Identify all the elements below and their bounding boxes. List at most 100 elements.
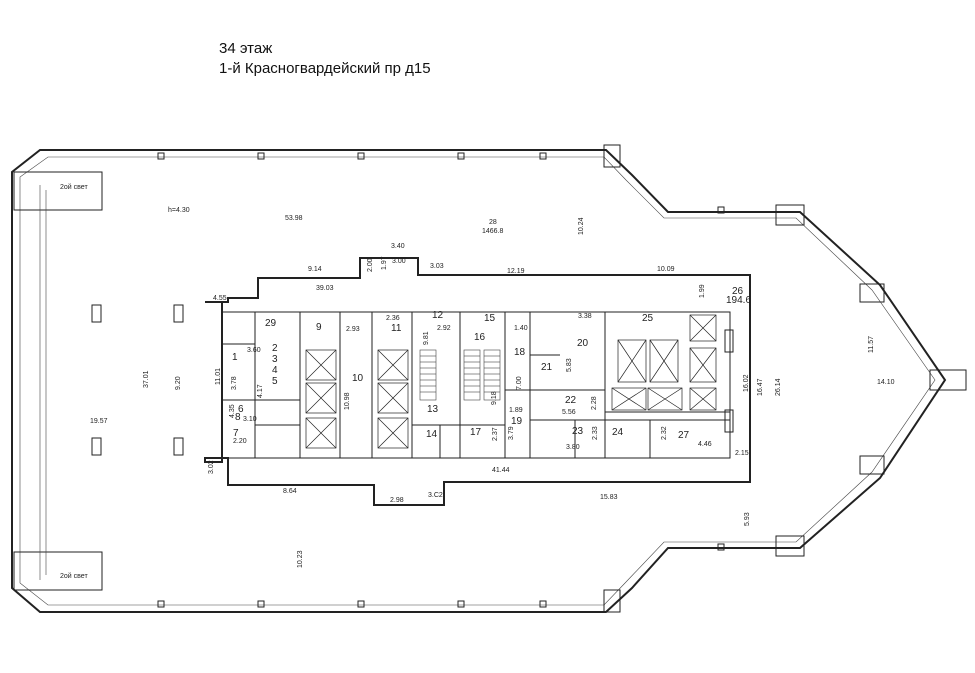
dimension-label: 14.10 xyxy=(877,379,895,386)
address-title: 1-й Красногвардейский пр д15 xyxy=(219,60,431,77)
corridor-room-number: 26 xyxy=(732,286,744,297)
room-number: 24 xyxy=(612,427,624,438)
dimension-label: 3.60 xyxy=(247,347,261,354)
dimension-label: 3.40 xyxy=(391,243,405,250)
room-number: 11 xyxy=(391,323,402,334)
dimension-label: 2.20 xyxy=(233,438,247,445)
dimension-label: 5.83 xyxy=(566,358,573,372)
room-number: 19 xyxy=(511,416,523,427)
dimension-label: 9.81 xyxy=(423,331,430,345)
dimension-label: 26.14 xyxy=(775,378,782,396)
room-number: 6 xyxy=(238,404,244,415)
dimension-label: 4.46 xyxy=(698,441,712,448)
dimension-label: 37.01 xyxy=(143,370,150,388)
dimension-label: 2.93 xyxy=(346,326,360,333)
double-height-label-top: 2ой свет xyxy=(60,183,88,191)
dimension-label: 5.56 xyxy=(562,409,576,416)
dimension-label: 3.38 xyxy=(578,313,592,320)
dimension-label: 15.83 xyxy=(600,494,618,501)
dimension-label: 9.18 xyxy=(491,391,498,405)
dimension-label: 16.47 xyxy=(757,378,764,396)
room-number: 4 xyxy=(272,365,278,376)
dimension-label: 2.37 xyxy=(492,427,499,441)
main-room-number: 28 xyxy=(489,219,497,226)
dimension-label: 3.03 xyxy=(430,263,444,270)
dimension-label: 1.40 xyxy=(514,325,528,332)
dimension-label: 2.15 xyxy=(735,450,749,457)
room-number: 1 xyxy=(232,352,238,363)
double-height-label-bottom: 2ой свет xyxy=(60,572,88,580)
dimension-label: 4.55 xyxy=(213,295,227,302)
dimension-label: 8.64 xyxy=(283,488,297,495)
room-number: 27 xyxy=(678,430,690,441)
dimension-label: 53.98 xyxy=(285,215,303,222)
room-number: 21 xyxy=(541,362,553,373)
room-number: 13 xyxy=(427,404,439,415)
dimension-labels: 53.98 10.24 3.40 2.00 1.97 3.00 3.03 12.19 10.09… xyxy=(90,215,895,568)
dimension-label: 19.57 xyxy=(90,418,108,425)
dimension-label: 1.99 xyxy=(699,284,706,298)
dimension-label: 2.33 xyxy=(592,426,599,440)
dimension-label: 4.17 xyxy=(257,384,264,398)
room-number: 25 xyxy=(642,313,654,324)
dimension-label: 3.00 xyxy=(392,258,406,265)
room-number: 7 xyxy=(233,428,239,439)
room-number: 9 xyxy=(316,322,322,333)
dimension-label: 3.79 xyxy=(508,426,515,440)
dimension-label: 41.44 xyxy=(492,467,510,474)
dimension-label: 10.98 xyxy=(344,392,351,410)
dimension-label: 12.19 xyxy=(507,268,525,275)
dimension-label: 10.09 xyxy=(657,266,675,273)
dimension-label: 7.00 xyxy=(516,376,523,390)
outer-walls xyxy=(11,144,967,613)
dimension-label: 9.14 xyxy=(308,266,322,273)
room-number: 3 xyxy=(272,354,278,365)
room-number: 16 xyxy=(474,332,486,343)
building-core xyxy=(204,257,751,506)
room-number: 15 xyxy=(484,313,496,324)
dimension-label: 3.C2 xyxy=(428,492,443,499)
dimension-label: 2.36 xyxy=(386,315,400,322)
room-number: 18 xyxy=(514,347,526,358)
room-number: 20 xyxy=(577,338,589,349)
room-number: 2 xyxy=(272,343,278,354)
floor-title: 34 этаж xyxy=(219,40,273,57)
dimension-label: 3.10 xyxy=(243,416,257,423)
main-room-area: 1466.8 xyxy=(482,228,504,235)
room-number: 23 xyxy=(572,426,584,437)
room-number: 12 xyxy=(432,310,444,321)
room-number: 14 xyxy=(426,429,438,440)
dimension-label: 1.89 xyxy=(509,407,523,414)
dimension-label: 39.03 xyxy=(316,285,334,292)
dimension-label: 2.00 xyxy=(367,258,374,272)
stairs xyxy=(419,349,501,401)
ceiling-height-label: h=4.30 xyxy=(168,207,190,214)
dimension-label: 11.57 xyxy=(868,336,875,353)
dimension-label: 2.92 xyxy=(437,325,451,332)
dimension-label: 11.01 xyxy=(215,368,222,385)
dimension-label: 3.78 xyxy=(231,376,238,390)
room-number: 8 xyxy=(235,412,241,423)
dimension-label: 1.97 xyxy=(381,256,388,270)
dimension-label: 10.24 xyxy=(578,217,585,235)
dimension-label: 2.28 xyxy=(591,396,598,410)
room-number: 29 xyxy=(265,318,277,329)
corridor-room-area: 194.6 xyxy=(726,295,751,306)
dimension-label: 3.80 xyxy=(566,444,580,451)
room-number: 17 xyxy=(470,427,482,438)
room-number: 22 xyxy=(565,395,577,406)
dimension-label: 5.93 xyxy=(744,512,751,526)
dimension-label: 2.98 xyxy=(390,497,404,504)
elevator-shafts xyxy=(305,314,717,449)
room-number: 10 xyxy=(352,373,364,384)
dimension-label: 3.02 xyxy=(208,460,215,474)
dimension-label: 16.02 xyxy=(743,374,750,392)
room-number: 5 xyxy=(272,376,278,387)
dimension-label: 2.32 xyxy=(661,426,668,440)
dimension-label: 9.20 xyxy=(175,376,182,390)
dimension-label: 10.23 xyxy=(297,550,304,568)
columns xyxy=(91,152,734,608)
dimension-label: 4.35 xyxy=(229,404,236,418)
